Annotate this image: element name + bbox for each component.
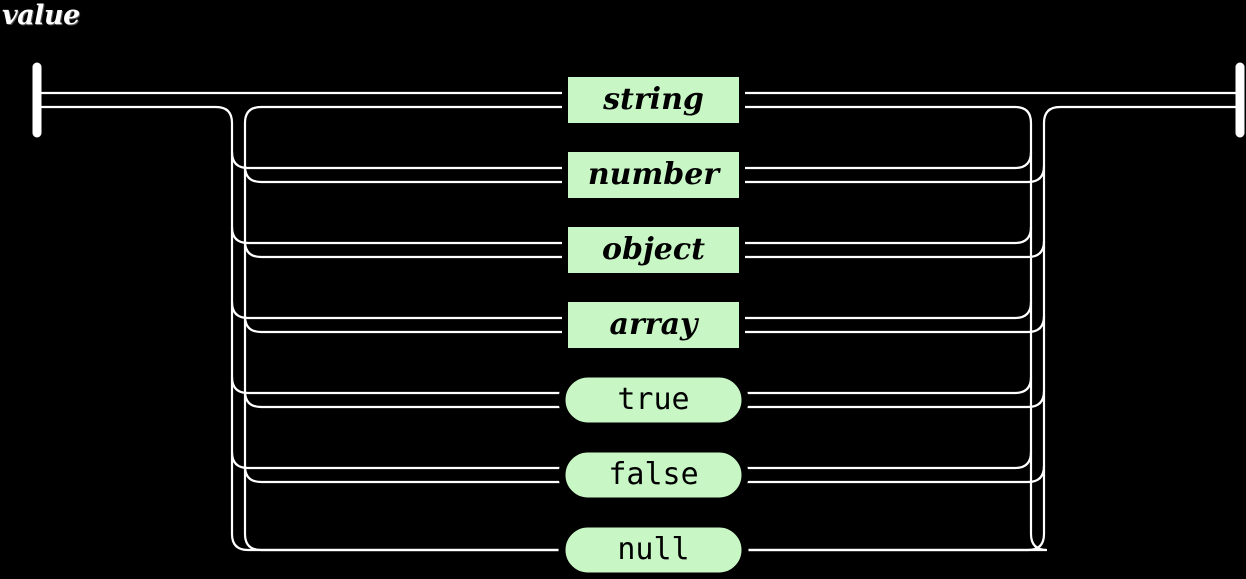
branch-top-left-object bbox=[230, 226, 565, 245]
node-object[interactable] bbox=[562, 221, 745, 279]
branch-bot-right-true bbox=[745, 390, 1046, 409]
right-rail-outer bbox=[1042, 105, 1240, 534]
node-array[interactable] bbox=[562, 296, 745, 354]
branch-bot-left-array bbox=[243, 315, 565, 334]
node-false[interactable] bbox=[558, 445, 749, 505]
node-null[interactable] bbox=[558, 520, 749, 579]
branch-top-left-true bbox=[230, 376, 562, 395]
branch-top-right-number bbox=[742, 151, 1033, 170]
branch-bot-right-number bbox=[742, 165, 1046, 184]
branch-top-left-false bbox=[230, 451, 562, 470]
branch-bot-right-false bbox=[745, 465, 1046, 484]
branch-top-left-array bbox=[230, 301, 565, 320]
branch-right-null bbox=[745, 533, 1046, 552]
left-rail-outer bbox=[37, 105, 234, 534]
node-string[interactable] bbox=[562, 71, 745, 129]
page-title: value bbox=[2, 0, 80, 31]
branch-top-right-true bbox=[745, 376, 1033, 395]
branch-bot-right-object bbox=[742, 240, 1046, 259]
branch-bot-left-number bbox=[243, 165, 565, 184]
node-number[interactable] bbox=[562, 146, 745, 204]
branch-left-inner-null bbox=[243, 533, 562, 552]
branch-bot-left-false bbox=[243, 465, 562, 484]
branch-top-right-false bbox=[745, 451, 1033, 470]
branch-top-right-array bbox=[742, 301, 1033, 320]
branch-bot-left-true bbox=[243, 390, 562, 409]
branch-bot-right-array bbox=[742, 315, 1046, 334]
branch-bot-left-object bbox=[243, 240, 565, 259]
branch-top-right-object bbox=[742, 226, 1033, 245]
right-rail-inner bbox=[742, 105, 1033, 534]
branch-left-null bbox=[230, 533, 562, 552]
node-true[interactable] bbox=[558, 370, 749, 430]
left-rail-inner bbox=[243, 105, 565, 534]
branch-top-left-number bbox=[230, 151, 565, 170]
branch-right-inner-null bbox=[745, 533, 1048, 552]
